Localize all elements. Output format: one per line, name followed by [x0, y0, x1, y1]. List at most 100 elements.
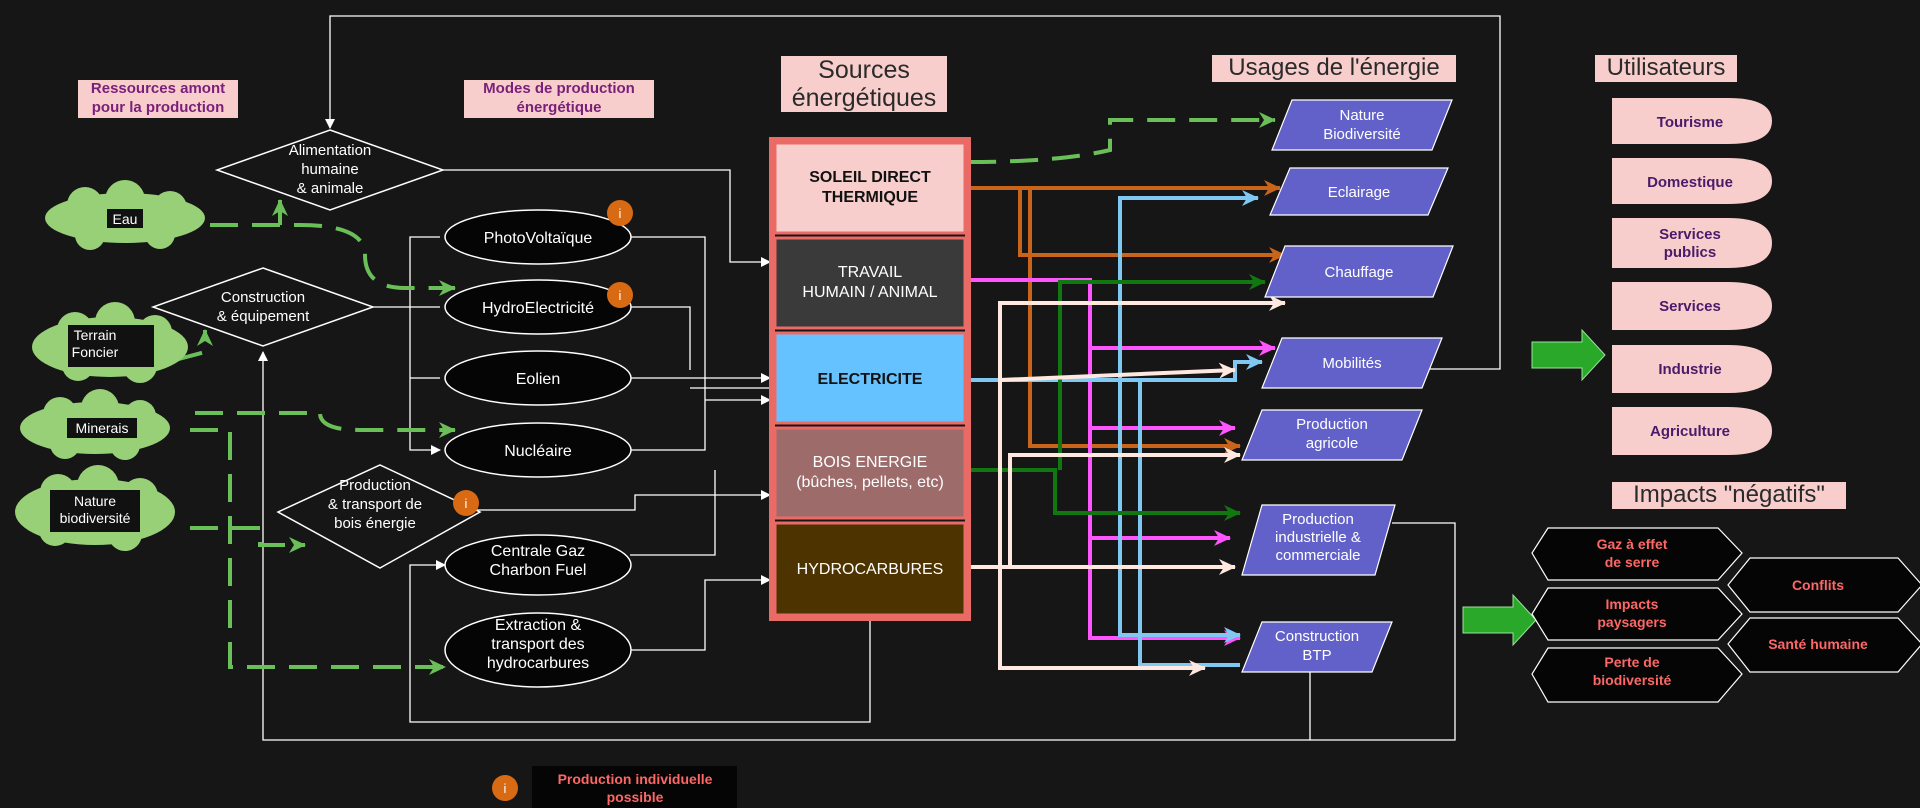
header-sources: Sources énergétiques: [781, 56, 947, 112]
mode-photovoltaique: PhotoVoltaïque: [444, 209, 632, 265]
usage-mobilites: Mobilités: [1261, 337, 1443, 389]
resource-eau: Eau: [45, 180, 205, 250]
usage-chauffage: Chauffage: [1264, 245, 1454, 298]
pv-out: [630, 236, 706, 370]
white-connectors: [258, 15, 1501, 741]
header-resources: Ressources amont pour la production: [78, 80, 238, 118]
lightblue-flows: [968, 190, 1263, 667]
orange-flows: [968, 180, 1286, 454]
impacts-big-arrow: [1462, 593, 1537, 647]
production-modes: PhotoVoltaïque HydroElectricité Eolien N…: [444, 209, 632, 688]
user-label: Industrie: [1658, 361, 1721, 378]
user-label: Services: [1659, 298, 1721, 315]
user-services: Services: [1612, 282, 1772, 330]
centrale-out: [630, 470, 716, 556]
sources-frame: [769, 137, 971, 621]
green-dashed-connectors: [174, 112, 1276, 675]
hydro-source-loop: [409, 560, 871, 723]
constr-split: [368, 236, 440, 450]
impact-conflits: Conflits: [1727, 557, 1920, 613]
info-badge-icon: i: [492, 775, 518, 801]
alim-to-travail: [440, 169, 771, 267]
user-label: Agriculture: [1650, 423, 1730, 440]
info-badge-icon: i: [607, 282, 633, 308]
loop-bottom-right: [1310, 522, 1456, 741]
header-modes: Modes de production énergétique: [464, 80, 654, 118]
source-label: HYDROCARBURES: [797, 561, 944, 578]
impact-sante: Santé humaine: [1727, 617, 1920, 673]
info-badge-icon: i: [453, 490, 479, 516]
user-domestique: Domestique: [1612, 158, 1772, 204]
mode-label: HydroElectricité: [482, 300, 594, 317]
usage-label: Eclairage: [1328, 184, 1391, 201]
usage-label: Mobilités: [1322, 355, 1381, 372]
feedback-loop-top: [325, 15, 1501, 370]
mode-label: PhotoVoltaïque: [484, 230, 593, 247]
bois-transport-out: [462, 490, 771, 511]
extraction-out: [630, 575, 771, 651]
mode-nucleaire: Nucléaire: [444, 422, 632, 478]
darkgreen-flows: [968, 274, 1266, 521]
mode-eolien: Eolien: [444, 350, 632, 406]
header-users: Utilisateurs: [1595, 54, 1737, 82]
mode-label: Eolien: [516, 371, 560, 388]
svg-text:i: i: [619, 206, 622, 221]
info-badges: i i i i: [453, 200, 633, 801]
user-label: Domestique: [1647, 174, 1733, 191]
mode-label: Nucléaire: [504, 443, 572, 460]
header-impacts: Impacts "négatifs": [1612, 481, 1846, 509]
source-label: BOIS ENERGIE(bûches, pellets, etc): [796, 454, 944, 491]
impact-label: Santé humaine: [1768, 636, 1868, 652]
nuc-out: [630, 370, 706, 451]
impact-label: Conflits: [1792, 577, 1844, 593]
diamond-construction: Construction& équipement: [150, 267, 376, 347]
user-industrie: Industrie: [1612, 345, 1772, 393]
resource-minerais: Minerais: [20, 389, 170, 460]
resource-label: Minerais: [76, 420, 129, 436]
user-tourisme: Tourisme: [1612, 98, 1772, 144]
lightpink-flows: [968, 295, 1286, 676]
source-label: ELECTRICITE: [818, 371, 923, 388]
legend-bg: [532, 766, 737, 808]
header-usages: Usages de l'énergie: [1212, 54, 1456, 82]
diamond-label: Construction& équipement: [217, 289, 310, 325]
svg-text:i: i: [504, 781, 507, 796]
info-badge-icon: i: [607, 200, 633, 226]
hydro-out: [630, 306, 691, 370]
users-big-arrow: [1531, 328, 1606, 382]
